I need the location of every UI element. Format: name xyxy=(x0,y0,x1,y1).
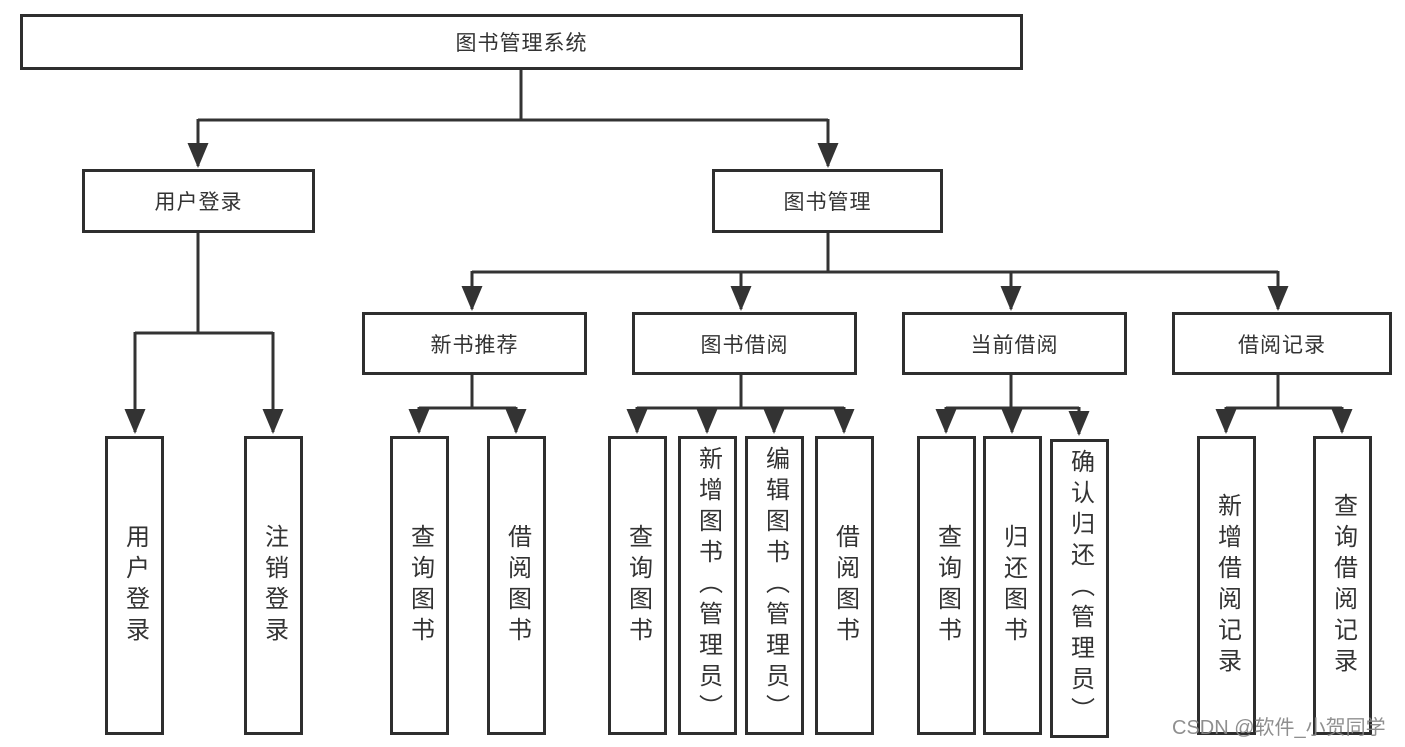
connector-login-to-leaves xyxy=(124,232,284,434)
connector-borrowing-to-leaves xyxy=(626,375,855,434)
node-user-login: 用户登录 xyxy=(82,169,315,233)
leaf-query-books-recommend: 查询图书 xyxy=(390,436,449,735)
leaf-query-borrow-record: 查询借阅记录 xyxy=(1313,436,1372,735)
node-borrowing-records-label: 借阅记录 xyxy=(1238,333,1326,357)
leaf-add-borrow-record: 新增借阅记录 xyxy=(1197,436,1256,735)
leaf-add-book-admin-label: 新增图书（管理员） xyxy=(694,446,722,725)
leaf-edit-book-admin: 编辑图书（管理员） xyxy=(745,436,804,735)
node-new-book-recommend-label: 新书推荐 xyxy=(430,333,519,357)
connector-root-to-level2 xyxy=(187,69,839,168)
node-book-management-label: 图书管理 xyxy=(783,191,872,214)
connector-mgmt-to-level3 xyxy=(461,232,1289,311)
leaf-add-book-admin: 新增图书（管理员） xyxy=(678,436,737,735)
watermark: CSDN @软件_小贺同学 xyxy=(1172,717,1386,739)
leaf-query-books-recommend-label: 查询图书 xyxy=(406,523,434,648)
node-current-borrowing: 当前借阅 xyxy=(902,312,1127,375)
node-root: 图书管理系统 xyxy=(20,14,1023,70)
leaf-confirm-return-admin-label: 确认归还（管理员） xyxy=(1066,449,1094,728)
node-new-book-recommend: 新书推荐 xyxy=(362,312,587,375)
leaf-user-login: 用户登录 xyxy=(105,436,164,735)
leaf-return-books-label: 归还图书 xyxy=(999,523,1027,648)
node-book-borrowing-label: 图书借阅 xyxy=(700,333,789,357)
node-book-management: 图书管理 xyxy=(712,169,943,233)
connector-records-to-leaves xyxy=(1215,375,1353,434)
leaf-add-borrow-record-label: 新增借阅记录 xyxy=(1213,492,1241,679)
leaf-borrow-books-recommend: 借阅图书 xyxy=(487,436,546,735)
leaf-query-books-borrowing: 查询图书 xyxy=(608,436,667,735)
node-borrowing-records: 借阅记录 xyxy=(1172,312,1392,375)
connector-current-to-leaves xyxy=(935,375,1090,436)
leaf-user-login-label: 用户登录 xyxy=(121,523,149,648)
leaf-query-books-current-label: 查询图书 xyxy=(933,523,961,648)
leaf-query-borrow-record-label: 查询借阅记录 xyxy=(1329,492,1357,679)
leaf-logout-login: 注销登录 xyxy=(244,436,303,735)
leaf-confirm-return-admin: 确认归还（管理员） xyxy=(1050,439,1109,738)
node-current-borrowing-label: 当前借阅 xyxy=(970,333,1059,357)
leaf-borrow-books-recommend-label: 借阅图书 xyxy=(503,523,531,648)
leaf-return-books: 归还图书 xyxy=(983,436,1042,735)
leaf-edit-book-admin-label: 编辑图书（管理员） xyxy=(761,446,789,725)
leaf-logout-login-label: 注销登录 xyxy=(260,523,288,648)
node-user-login-label: 用户登录 xyxy=(154,191,243,214)
leaf-borrow-books-borrowing-label: 借阅图书 xyxy=(831,523,859,648)
node-book-borrowing: 图书借阅 xyxy=(632,312,857,375)
leaf-borrow-books-borrowing: 借阅图书 xyxy=(815,436,874,735)
node-root-label: 图书管理系统 xyxy=(455,32,588,55)
leaf-query-books-borrowing-label: 查询图书 xyxy=(624,523,652,648)
connector-recommend-to-leaves xyxy=(408,375,527,434)
leaf-query-books-current: 查询图书 xyxy=(917,436,976,735)
